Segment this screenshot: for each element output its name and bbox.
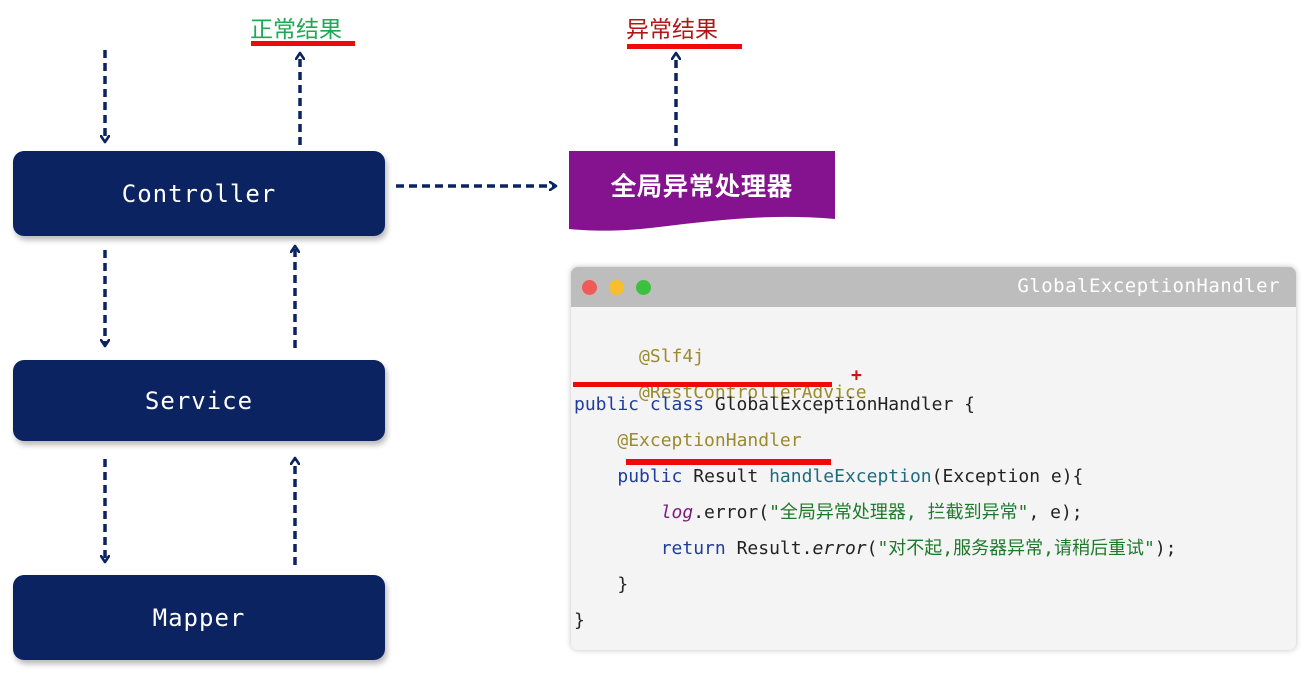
maximize-dot-icon — [636, 280, 651, 295]
indent — [574, 538, 661, 559]
indent — [574, 574, 617, 595]
code-line-9: } — [574, 609, 585, 633]
code-line-2: @RestControllerAdvice — [574, 357, 867, 403]
code-line-5: public Result handleException(Exception … — [574, 465, 1083, 489]
code-window-title: GlobalExceptionHandler — [1017, 275, 1280, 297]
code-window-titlebar: GlobalExceptionHandler — [571, 267, 1296, 307]
rest-controller-advice-underline — [573, 382, 832, 387]
normal-result-label: 正常结果 — [250, 17, 342, 43]
error-result-underline — [627, 44, 742, 49]
result-object: Result. — [725, 538, 813, 559]
paren-open: ( — [866, 538, 878, 559]
log-call: .error( — [693, 502, 770, 523]
exception-handler-underline — [626, 459, 831, 465]
code-line-1: @Slf4j — [574, 321, 704, 367]
indent — [574, 430, 617, 451]
return-type: Result — [682, 466, 770, 487]
annotation-exception-handler: @ExceptionHandler — [617, 430, 802, 451]
plus-mark: + — [851, 365, 862, 386]
indent — [574, 502, 661, 523]
class-close-brace: } — [574, 610, 585, 631]
global-exception-handler-banner: 全局异常处理器 — [569, 151, 835, 233]
service-label: Service — [144, 386, 254, 415]
keyword-public: public — [617, 466, 683, 487]
annotation-rest-controller-advice: @RestControllerAdvice — [639, 382, 867, 403]
banner-shape — [569, 151, 835, 231]
controller-box: Controller — [13, 151, 385, 236]
code-line-6: log.error("全局异常处理器, 拦截到异常", e); — [574, 501, 1083, 525]
normal-result-underline — [251, 41, 355, 46]
keyword-public-class: public class — [574, 394, 705, 415]
keyword-return: return — [660, 538, 726, 559]
code-window: GlobalExceptionHandler @Slf4j @RestContr… — [571, 267, 1296, 650]
controller-label: Controller — [121, 179, 277, 208]
annotation-slf4j: @Slf4j — [639, 346, 705, 367]
code-line-3: public class GlobalExceptionHandler { — [574, 393, 975, 417]
error-message-string: "对不起,服务器异常,请稍后重试" — [877, 538, 1155, 559]
class-declaration: GlobalExceptionHandler { — [704, 394, 975, 415]
service-box: Service — [13, 360, 385, 441]
error-method: error — [812, 538, 867, 559]
method-params: (Exception e){ — [931, 466, 1084, 487]
mapper-label: Mapper — [152, 603, 246, 632]
error-result-label: 异常结果 — [626, 17, 718, 43]
log-call-tail: , e); — [1028, 502, 1083, 523]
mapper-box: Mapper — [13, 575, 385, 660]
log-message-string: "全局异常处理器, 拦截到异常" — [769, 502, 1029, 523]
minimize-dot-icon — [609, 280, 624, 295]
code-line-7: return Result.error("对不起,服务器异常,请稍后重试"); — [574, 537, 1177, 561]
code-line-4: @ExceptionHandler — [574, 429, 802, 453]
code-line-8: } — [574, 573, 628, 597]
global-exception-handler-label: 全局异常处理器 — [610, 172, 793, 201]
method-name: handleException — [769, 466, 932, 487]
indent — [574, 466, 617, 487]
close-dot-icon — [582, 280, 597, 295]
return-tail: ); — [1154, 538, 1177, 559]
method-close-brace: } — [617, 574, 629, 595]
log-field: log — [660, 502, 694, 523]
